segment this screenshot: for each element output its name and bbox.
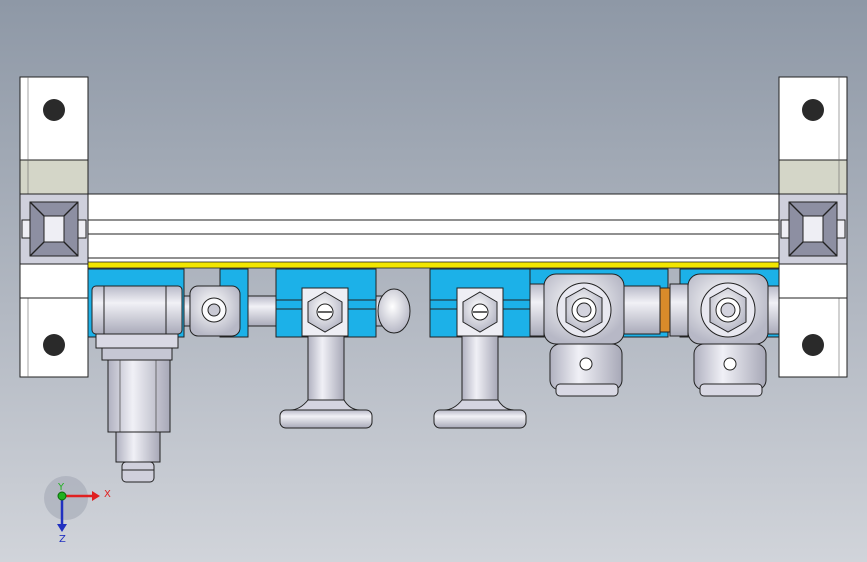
profile-end-section-icon xyxy=(19,193,89,265)
z-axis-label: Z xyxy=(59,534,66,545)
mounting-bracket-right[interactable] xyxy=(778,76,848,378)
bolt-hole-icon xyxy=(43,334,65,356)
pipe-segment[interactable] xyxy=(375,288,411,334)
bolt-hole-icon xyxy=(43,99,65,121)
aluminum-profile-rail[interactable] xyxy=(87,193,780,269)
axis-triad[interactable]: X Y Z xyxy=(44,476,111,545)
hex-nut-1[interactable] xyxy=(301,287,349,337)
pressure-regulator-1[interactable] xyxy=(529,273,671,397)
flange-standoff-1[interactable] xyxy=(279,335,373,429)
pipe-elbow-fitting[interactable] xyxy=(183,285,241,337)
y-axis-arrow-icon xyxy=(57,491,67,501)
pipe-segment[interactable] xyxy=(247,295,277,327)
y-axis-label: Y xyxy=(57,482,65,493)
mounting-bracket-left[interactable] xyxy=(19,76,89,378)
flange-standoff-2[interactable] xyxy=(433,335,527,429)
bolt-hole-icon xyxy=(802,99,824,121)
port-icon xyxy=(723,357,737,371)
port-icon xyxy=(207,303,221,317)
port-icon xyxy=(579,357,593,371)
bolt-hole-icon xyxy=(802,334,824,356)
solenoid-valve[interactable] xyxy=(91,285,183,483)
x-axis-label: X xyxy=(104,489,111,500)
pressure-regulator-2[interactable] xyxy=(669,273,780,397)
hex-nut-2[interactable] xyxy=(456,287,504,337)
profile-end-section-icon xyxy=(778,193,848,265)
